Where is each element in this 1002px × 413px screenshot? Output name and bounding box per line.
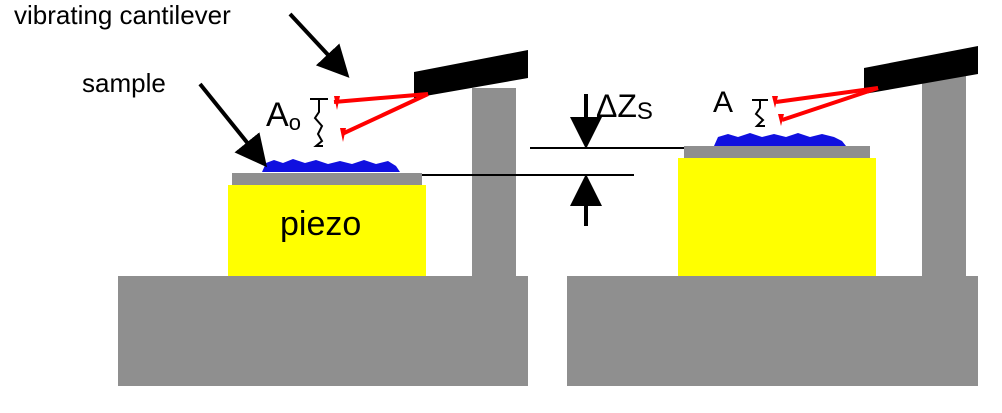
piezo-label: piezo: [280, 205, 362, 243]
left-panel: [118, 12, 528, 386]
right-sample-plate: [684, 146, 870, 158]
height-shift-subscript: S: [636, 98, 653, 125]
cantilever-pointer-arrow: [288, 12, 350, 78]
right-holder: [864, 46, 978, 94]
right-amplitude-marker: [752, 99, 768, 127]
right-panel: [567, 46, 978, 386]
free-amplitude-symbol: A: [266, 96, 289, 134]
free-amplitude-label: Ao: [266, 96, 301, 136]
right-post: [922, 66, 966, 278]
height-shift-label: ΔZS: [596, 88, 653, 126]
cantilever-label: vibrating cantilever: [14, 0, 231, 30]
damped-amplitude-label: A: [713, 86, 734, 119]
left-sample: [262, 159, 400, 172]
right-sample: [714, 133, 846, 146]
left-base: [118, 276, 528, 386]
left-post: [472, 88, 516, 278]
left-cantilever: [333, 92, 429, 142]
sample-label: sample: [82, 68, 166, 98]
right-piezo: [678, 158, 876, 276]
left-sample-plate: [232, 173, 422, 185]
right-cantilever: [772, 86, 879, 126]
left-piezo: [228, 185, 426, 276]
free-amplitude-subscript: o: [288, 110, 301, 135]
left-holder: [414, 50, 528, 98]
sample-pointer-arrow: [198, 82, 268, 168]
height-shift-symbol: ΔZ: [596, 88, 637, 124]
left-amplitude-marker: [310, 98, 328, 147]
right-base: [567, 276, 978, 386]
height-shift-indicator: [422, 94, 684, 226]
